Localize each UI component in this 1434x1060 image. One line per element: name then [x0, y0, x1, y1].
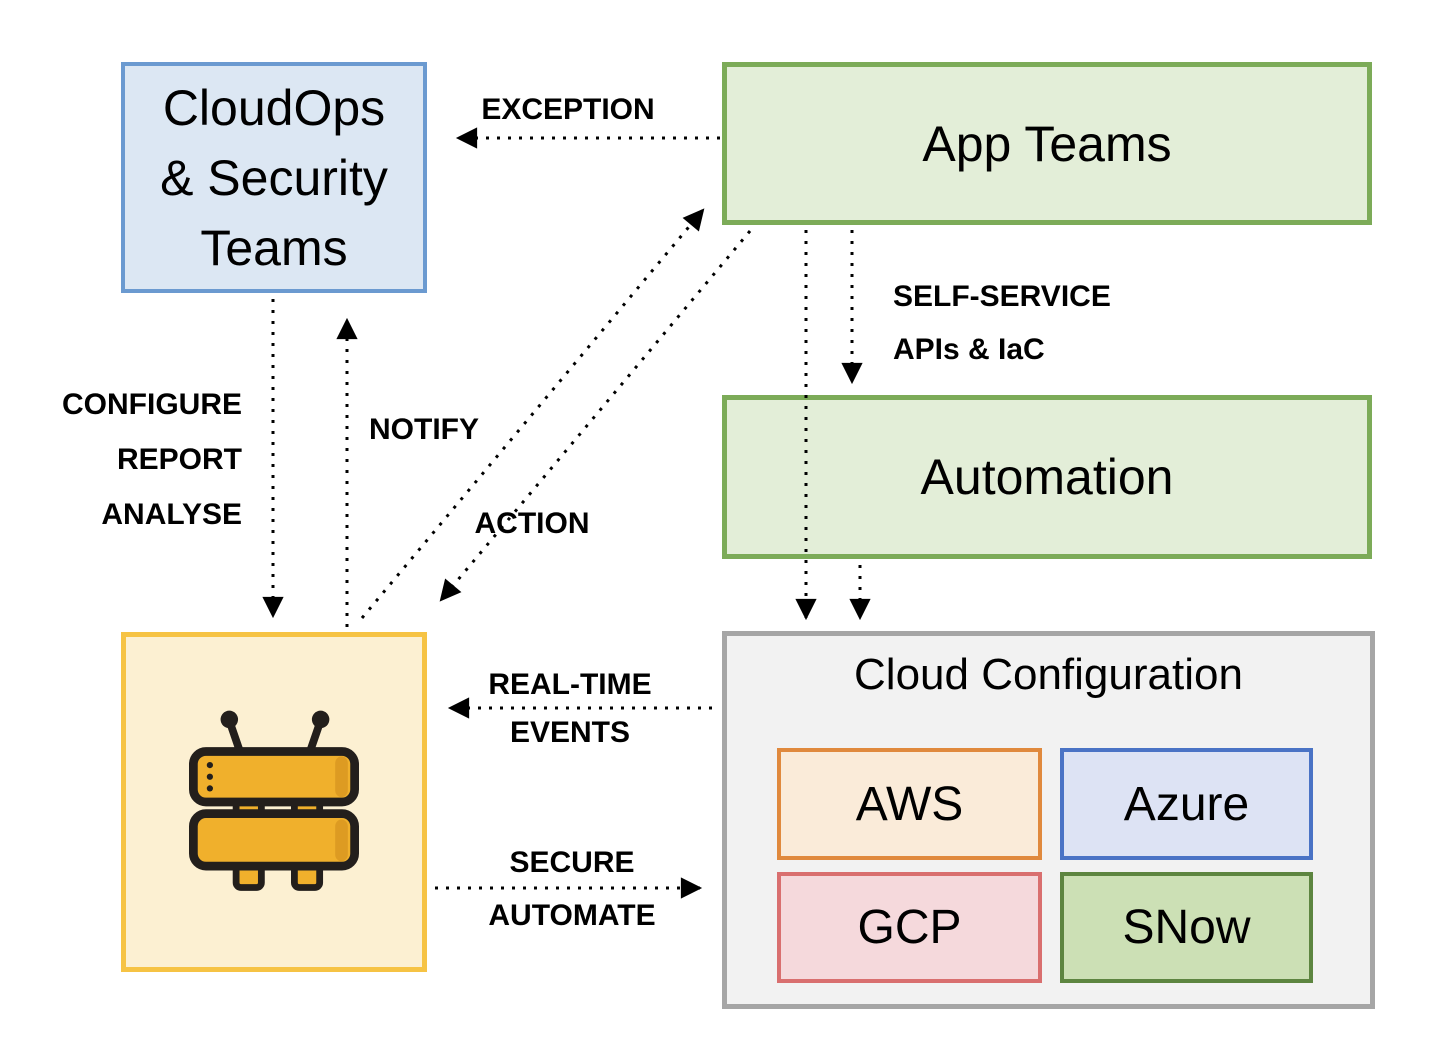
automation-box: Automation [722, 395, 1372, 559]
self-service-label-line1: SELF-SERVICE [893, 280, 1111, 313]
app-teams-box: App Teams [722, 62, 1372, 225]
gcp-box: GCP [777, 872, 1042, 983]
secure-label-line1: SECURE [509, 846, 635, 879]
secure-label-line2: AUTOMATE [488, 899, 656, 932]
aws-box: AWS [777, 748, 1042, 860]
notify-label: NOTIFY [369, 413, 479, 446]
realtime-label-line1: REAL-TIME [488, 668, 652, 701]
self-service-label-line2: APIs & IaC [893, 333, 1045, 366]
configure-label-line2: REPORT [116, 443, 242, 476]
cloudops-security-teams-label: CloudOps & Security Teams [160, 79, 388, 276]
cloud-configuration-box: Cloud Configuration AWS Azure GCP SNow [722, 631, 1375, 1009]
cloudops-security-teams-box: CloudOps & Security Teams [121, 62, 427, 293]
realtime-label-line2: EVENTS [509, 716, 631, 749]
azure-box: Azure [1060, 748, 1313, 860]
exception-label: EXCEPTION [481, 93, 655, 126]
app-teams-label: App Teams [922, 115, 1172, 172]
snow-label: SNow [1122, 901, 1251, 954]
azure-label: Azure [1123, 777, 1250, 831]
automation-label: Automation [920, 449, 1174, 505]
cloud-configuration-title: Cloud Configuration [854, 650, 1243, 699]
configure-label-line1: CONFIGURE [62, 388, 242, 421]
aws-label: AWS [855, 777, 964, 831]
router-icon [189, 710, 359, 891]
snow-box: SNow [1060, 872, 1313, 983]
action-label: ACTION [474, 507, 590, 540]
self-service-label: SELF-SERVICE APIs & IaC [893, 270, 1111, 376]
gcp-label: GCP [857, 901, 962, 954]
configure-report-analyse-label: CONFIGURE REPORT ANALYSE [30, 377, 242, 542]
configure-label-line3: ANALYSE [101, 498, 242, 531]
agent-box [121, 632, 427, 972]
